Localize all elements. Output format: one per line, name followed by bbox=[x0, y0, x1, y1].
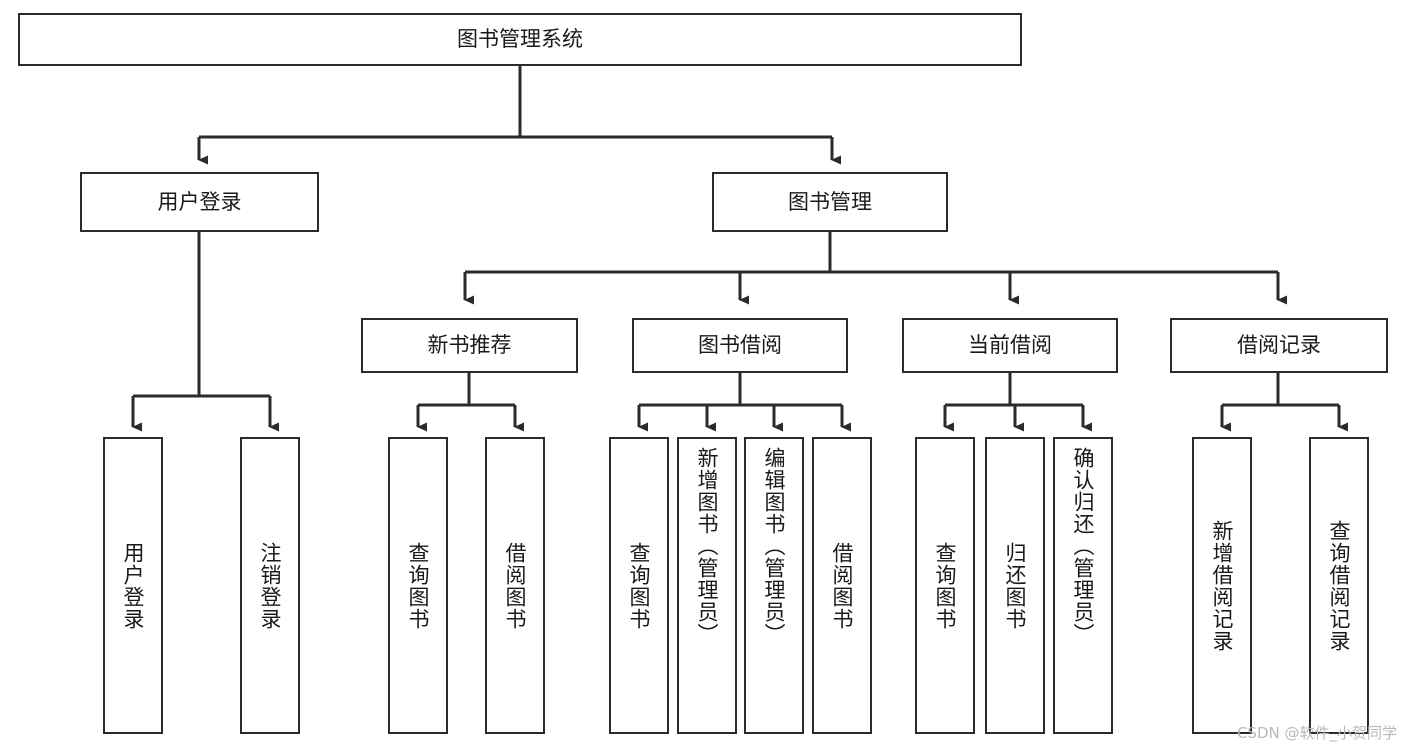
leaf-user-login-signout[interactable]: 注销登录 bbox=[240, 437, 300, 734]
leaf-records-query-record[interactable]: 查询借阅记录 bbox=[1309, 437, 1369, 734]
node-label: 用户登录 bbox=[121, 541, 146, 630]
node-label: 注销登录 bbox=[258, 541, 283, 630]
node-label: 新增图书（管理员） bbox=[695, 447, 720, 645]
node-label: 图书管理 bbox=[788, 189, 872, 214]
leaf-current-confirm-return-admin[interactable]: 确认归还（管理员） bbox=[1053, 437, 1113, 734]
node-label: 查询图书 bbox=[933, 541, 958, 630]
node-label: 查询图书 bbox=[406, 541, 431, 630]
node-borrow-records[interactable]: 借阅记录 bbox=[1170, 318, 1388, 373]
node-root-system[interactable]: 图书管理系统 bbox=[18, 13, 1022, 66]
leaf-borrow-borrow-book[interactable]: 借阅图书 bbox=[812, 437, 872, 734]
leaf-borrow-add-book-admin[interactable]: 新增图书（管理员） bbox=[677, 437, 737, 734]
node-new-book-recommend[interactable]: 新书推荐 bbox=[361, 318, 578, 373]
leaf-current-return-book[interactable]: 归还图书 bbox=[985, 437, 1045, 734]
node-label: 新增借阅记录 bbox=[1210, 519, 1235, 652]
leaf-borrow-edit-book-admin[interactable]: 编辑图书（管理员） bbox=[744, 437, 804, 734]
node-label: 借阅图书 bbox=[503, 541, 528, 630]
node-label: 查询图书 bbox=[627, 541, 652, 630]
leaf-new-book-borrow[interactable]: 借阅图书 bbox=[485, 437, 545, 734]
leaf-user-login-signin[interactable]: 用户登录 bbox=[103, 437, 163, 734]
node-label: 新书推荐 bbox=[427, 333, 512, 358]
leaf-current-query-book[interactable]: 查询图书 bbox=[915, 437, 975, 734]
leaf-borrow-query-book[interactable]: 查询图书 bbox=[609, 437, 669, 734]
node-label: 归还图书 bbox=[1003, 541, 1028, 630]
node-book-management[interactable]: 图书管理 bbox=[712, 172, 948, 232]
node-current-borrow[interactable]: 当前借阅 bbox=[902, 318, 1118, 373]
node-user-login[interactable]: 用户登录 bbox=[80, 172, 319, 232]
node-label: 编辑图书（管理员） bbox=[762, 447, 787, 645]
node-label: 图书借阅 bbox=[698, 333, 782, 358]
node-label: 当前借阅 bbox=[968, 333, 1052, 358]
leaf-records-add-record[interactable]: 新增借阅记录 bbox=[1192, 437, 1252, 734]
csdn-watermark: CSDN @软件_小贺同学 bbox=[1236, 724, 1397, 742]
node-label: 借阅图书 bbox=[830, 541, 855, 630]
node-label: 用户登录 bbox=[157, 189, 242, 214]
node-book-borrow[interactable]: 图书借阅 bbox=[632, 318, 848, 373]
node-label: 查询借阅记录 bbox=[1327, 519, 1352, 652]
node-label: 借阅记录 bbox=[1237, 333, 1321, 358]
leaf-new-book-query[interactable]: 查询图书 bbox=[388, 437, 448, 734]
node-label: 确认归还（管理员） bbox=[1071, 447, 1096, 645]
node-label: 图书管理系统 bbox=[457, 27, 583, 52]
